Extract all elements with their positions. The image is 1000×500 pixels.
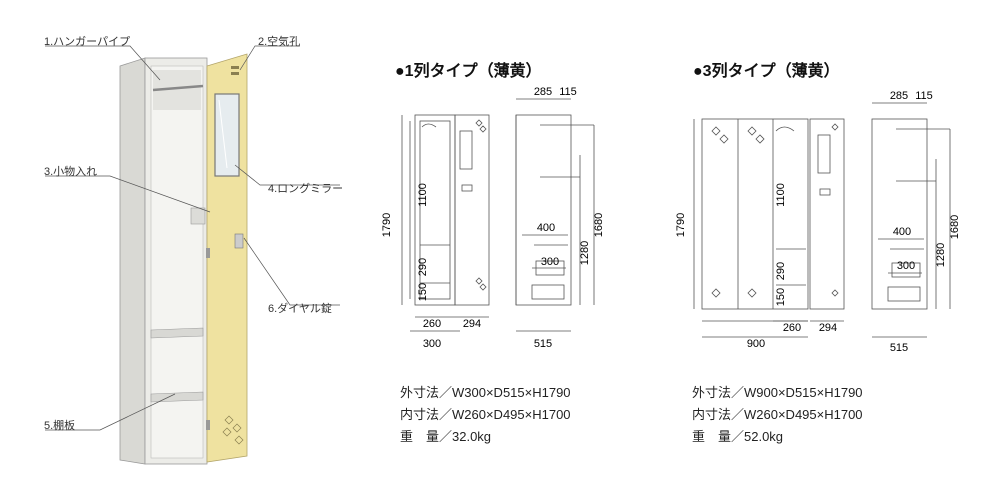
type3-spec-outer: 外寸法／W900×D515×H1790 [692,385,863,400]
type3-dim-260: 260 [783,322,801,334]
type3-dim-300b: 300 [897,260,915,272]
type3-dim-115: 115 [915,90,933,102]
type3-title: ●3列タイプ（薄黄） [693,63,840,80]
callout-air-hole: 2.空気孔 [258,36,301,48]
type1-dim-400: 400 [537,222,555,234]
type3-door [809,118,845,310]
type1-spec-weight: 重 量／32.0kg [400,429,492,444]
type1-dim-115: 115 [559,86,577,98]
type1-dim-1280: 1280 [579,241,591,265]
type3-dim-1680: 1680 [949,215,961,239]
callout-hanger-pipe: 1.ハンガーパイプ [44,36,131,48]
type1-dim-515: 515 [534,338,552,350]
callout-leaders [45,45,340,431]
callout-shelf: 5.棚板 [44,420,76,432]
type1-specs: 外寸法／W300×D515×H1790 内寸法／W260×D495×H1700 … [400,382,571,448]
type1-dim-1100: 1100 [417,183,429,207]
type1-dim-294: 294 [463,318,481,330]
type1-dim-1790: 1790 [381,213,393,237]
type1-dim-285: 285 [534,86,552,98]
hanger-pipe [152,84,204,92]
type3-front-body [701,118,809,310]
callout-small-box: 3.小物入れ [44,166,98,178]
type1-dim-300: 300 [423,338,441,350]
type1-spec-outer: 外寸法／W300×D515×H1790 [400,385,571,400]
type3-side-body [871,118,928,310]
type3-dim-290: 290 [775,262,787,280]
callout-long-mirror: 4.ロングミラー [268,183,344,195]
vent-pattern [222,415,244,445]
type1-side-body [515,114,572,306]
type3-dim-150: 150 [775,288,787,306]
type1-title: ●1列タイプ（薄黄） [395,63,542,80]
type3-specs: 外寸法／W900×D515×H1790 内寸法／W260×D495×H1700 … [692,382,863,448]
type1-dim-300b: 300 [541,256,559,268]
type3-dim-294: 294 [819,322,837,334]
long-mirror [214,93,240,177]
type3-drawing: 1790 1100 290 150 260 900 294 285 115 40… [675,90,961,354]
type3-dim-1100: 1100 [775,183,787,207]
type1-dim-260: 260 [423,318,441,330]
dial-lock [234,233,244,249]
type1-dim-1680: 1680 [593,213,605,237]
type3-dim-1280: 1280 [935,243,947,267]
type3-dim-515: 515 [890,342,908,354]
type1-spec-inner: 内寸法／W260×D495×H1700 [400,407,571,422]
type3-dim-285: 285 [890,90,908,102]
type3-spec-inner: 内寸法／W260×D495×H1700 [692,407,863,422]
shelf [150,327,204,339]
type1-dim-150: 150 [417,283,429,301]
type3-dim-400: 400 [893,226,911,238]
type3-dim-900: 900 [747,338,765,350]
type1-drawing: 1790 1100 290 150 260 300 294 285 115 40… [381,86,605,350]
type3-dim-1790: 1790 [675,213,687,237]
air-hole-icon [231,66,239,75]
type1-dim-290: 290 [417,258,429,276]
type3-spec-weight: 重 量／52.0kg [692,429,784,444]
callout-dial-lock: 6.ダイヤル錠 [268,303,332,315]
locker-illustration [119,53,248,465]
type1-door [454,114,490,306]
